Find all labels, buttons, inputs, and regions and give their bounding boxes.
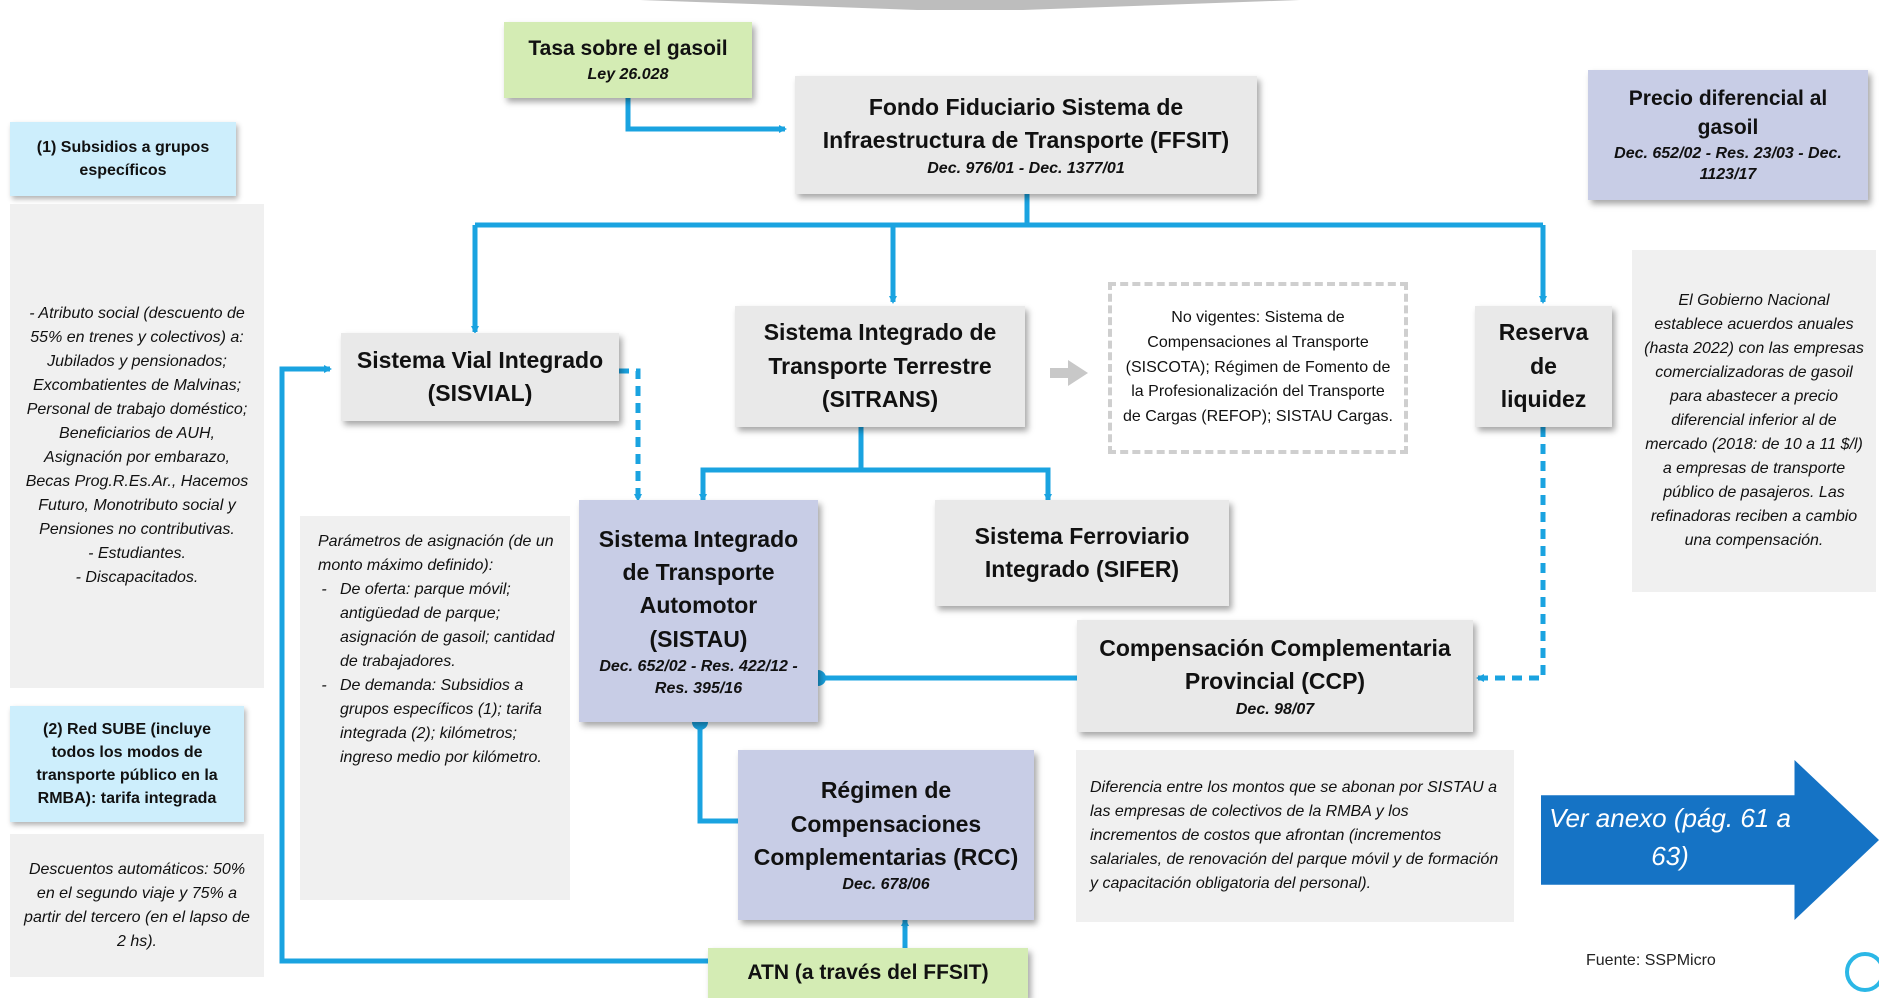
tasa-law: Ley 26.028	[587, 66, 669, 84]
ffsit-title: Fondo Fiduciario Sistema de Infraestruct…	[822, 93, 1230, 154]
sistau-box: Sistema Integrado de Transporte Automoto…	[579, 500, 818, 722]
logo-icon	[1845, 952, 1879, 992]
reserva-liquidez-box: Reserva de liquidez	[1475, 306, 1612, 427]
sisvial-box: Sistema Vial Integrado (SISVIAL)	[341, 333, 619, 421]
precio-diferencial-text: El Gobierno Nacional establece acuerdos …	[1644, 292, 1864, 549]
rcc-box: Régimen de Compensaciones Complementaria…	[738, 750, 1034, 920]
rcc-decree: Dec. 678/06	[842, 876, 930, 894]
source-label: Fuente: SSPMicro	[1586, 952, 1716, 969]
ffsit-box: Fondo Fiduciario Sistema de Infraestruct…	[795, 76, 1257, 194]
atn-box: ATN (a través del FFSIT)	[708, 948, 1028, 998]
no-vigentes-box: No vigentes: Sistema de Compensaciones a…	[1108, 282, 1408, 454]
sitrans-to-sistau-connector	[699, 427, 864, 502]
params-item-demanda: De demanda: Subsidios a grupos específic…	[340, 674, 558, 770]
tasa-to-ffsit-connector	[625, 98, 787, 133]
sifer-title: Sistema Ferroviario Integrado (SIFER)	[974, 522, 1190, 582]
precio-diferencial-title: Precio diferencial al gasoil	[1628, 87, 1828, 140]
ccp-box: Compensación Complementaria Provincial (…	[1077, 620, 1473, 732]
connector-lines	[279, 98, 1547, 964]
grupos-title: (1) Subsidios a grupos específicos	[36, 138, 210, 179]
no-vigentes-text: No vigentes: Sistema de Compensaciones a…	[1123, 309, 1393, 426]
sitrans-to-novigentes-arrow	[1050, 360, 1088, 386]
sifer-box: Sistema Ferroviario Integrado (SIFER)	[935, 500, 1229, 606]
grupos-especificos-header: (1) Subsidios a grupos específicos	[10, 122, 236, 196]
atn-title: ATN (a través del FFSIT)	[747, 960, 989, 984]
precio-diferencial-header: Precio diferencial al gasoil Dec. 652/02…	[1588, 70, 1868, 200]
tasa-gasoil-box: Tasa sobre el gasoil Ley 26.028	[504, 22, 752, 98]
asignacion-parameters-box: Parámetros de asignación (de un monto má…	[300, 516, 570, 900]
precio-diferencial-decrees: Dec. 652/02 - Res. 23/03 - Dec. 1123/17	[1614, 144, 1842, 184]
sitrans-box: Sistema Integrado de Transporte Terrestr…	[735, 306, 1025, 427]
params-list: De oferta: parque móvil; antigüedad de p…	[318, 578, 558, 770]
diferencia-text: Diferencia entre los montos que se abona…	[1090, 779, 1499, 892]
ffsit-decrees: Dec. 976/01 - Dec. 1377/01	[927, 159, 1125, 177]
reserva-title: Reserva de liquidez	[1498, 319, 1589, 413]
atn-to-sisvial-connector	[279, 365, 708, 964]
diferencia-note-box: Diferencia entre los montos que se abona…	[1076, 750, 1514, 922]
ccp-title: Compensación Complementaria Provincial (…	[1099, 634, 1451, 695]
rcc-to-sistau-connector	[697, 722, 738, 824]
top-banner-decoration	[640, 0, 1300, 10]
sistau-title: Sistema Integrado de Transporte Automoto…	[598, 525, 799, 652]
ver-anexo-label: Ver anexo (pág. 61 a 63)	[1549, 803, 1791, 871]
params-item-oferta: De oferta: parque móvil; antigüedad de p…	[340, 578, 558, 674]
params-intro: Parámetros de asignación (de un monto má…	[318, 533, 554, 574]
sisvial-to-sistau-dashed-connector	[619, 368, 642, 502]
tasa-title: Tasa sobre el gasoil	[528, 36, 728, 60]
red-sube-text: Descuentos automáticos: 50% en el segund…	[24, 860, 250, 950]
red-sube-body: Descuentos automáticos: 50% en el segund…	[10, 834, 264, 977]
precio-diferencial-body: El Gobierno Nacional establece acuerdos …	[1632, 250, 1876, 592]
ccp-decree: Dec. 98/07	[1235, 700, 1315, 718]
reserva-to-ccp-dashed-connector	[1476, 427, 1546, 682]
grupos-text: - Atributo social (descuento de 55% en t…	[25, 305, 249, 586]
sisvial-title: Sistema Vial Integrado (SISVIAL)	[356, 346, 604, 406]
sitrans-title: Sistema Integrado de Transporte Terrestr…	[763, 319, 997, 413]
red-sube-header: (2) Red SUBE (incluye todos los modos de…	[10, 706, 244, 822]
grupos-especificos-body: - Atributo social (descuento de 55% en t…	[10, 204, 264, 688]
rcc-title: Régimen de Compensaciones Complementaria…	[753, 777, 1019, 870]
sitrans-to-sifer-connector	[861, 467, 1052, 502]
sistau-decrees: Dec. 652/02 - Res. 422/12 - Res. 395/16	[599, 658, 798, 697]
red-sube-title: (2) Red SUBE (incluye todos los modos de…	[36, 720, 218, 808]
